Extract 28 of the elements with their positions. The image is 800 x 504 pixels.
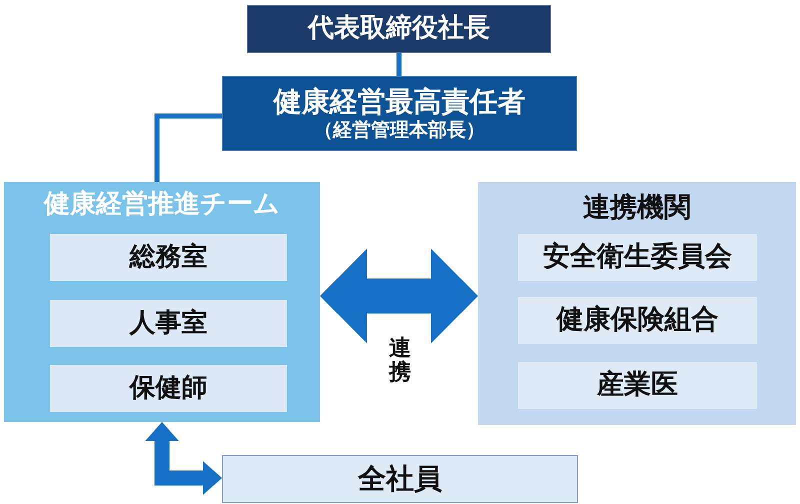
connector-line [154,114,222,182]
partner-heading: 連携機関 [583,192,691,224]
department-box [50,300,287,347]
role-subtitle: （経営管理本部長） [314,118,485,142]
department-label: 人事室 [130,308,208,340]
edge-label: 連携 [389,337,411,386]
officer-box [222,76,577,151]
department-label: 保健師 [130,372,208,404]
team-heading: 健康経営推進チーム [44,189,280,220]
partner-label: 健康保険組合 [556,304,718,337]
role-title: 健康経営最高責任者 [274,85,526,119]
team-panel [4,182,320,422]
connector-line [396,53,402,76]
elbow-arrow [145,422,222,495]
partner-box [518,297,757,344]
partner-box [518,362,757,409]
department-box [50,365,287,412]
department-box [50,234,287,281]
partner-panel [478,182,796,425]
role-title: 代表取締役社長 [308,13,490,45]
department-label: 総務室 [130,242,208,274]
partner-box [518,234,757,281]
staff-box [222,455,578,503]
partner-label: 産業医 [597,369,678,402]
staff-label: 全社員 [358,462,442,496]
executive-box [247,5,551,53]
double-arrow [320,248,478,344]
partner-label: 安全衛生委員会 [543,241,732,274]
